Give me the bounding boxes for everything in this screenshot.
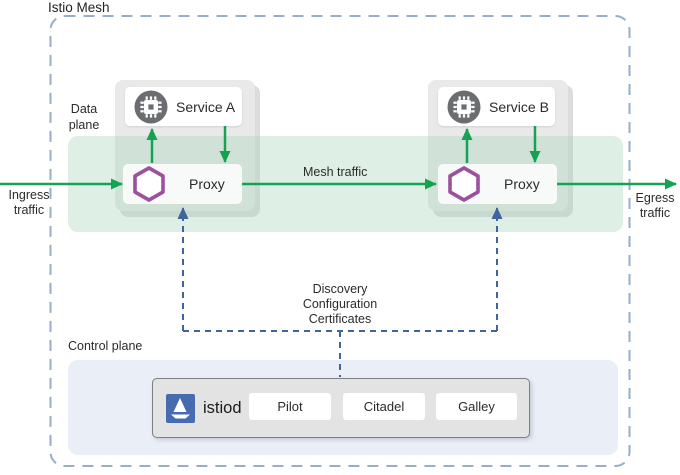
- proxy-b-label: Proxy: [504, 176, 540, 192]
- control-links-label: Discovery Configuration Certificates: [302, 282, 378, 326]
- hexagon-icon: [133, 166, 165, 202]
- ingress-traffic-label: Ingress traffic: [8, 188, 50, 217]
- component-galley: Galley: [436, 393, 517, 420]
- istiod-label: istiod: [203, 398, 242, 417]
- service-a-label: Service A: [176, 98, 236, 115]
- microchip-icon: [447, 90, 481, 123]
- mesh-traffic-label: Mesh traffic: [303, 165, 368, 179]
- egress-traffic-label: Egress traffic: [635, 191, 675, 220]
- proxy-b-box: Proxy: [438, 164, 557, 204]
- service-b-box: Service B: [438, 87, 555, 126]
- mesh-title: Istio Mesh: [48, 0, 110, 15]
- data-plane-label: Data plane: [68, 102, 100, 132]
- service-b-label: Service B: [489, 98, 549, 115]
- istio-sailboat-icon: [166, 393, 195, 423]
- component-citadel: Citadel: [343, 393, 425, 420]
- service-a-box: Service A: [125, 87, 242, 126]
- proxy-a-label: Proxy: [189, 176, 225, 192]
- component-pilot: Pilot: [249, 393, 331, 420]
- hexagon-icon: [448, 166, 480, 202]
- proxy-a-box: Proxy: [123, 164, 242, 204]
- istiod-box: istiod Pilot Citadel Galley: [152, 378, 530, 438]
- microchip-icon: [134, 90, 168, 123]
- control-plane-label: Control plane: [68, 339, 143, 353]
